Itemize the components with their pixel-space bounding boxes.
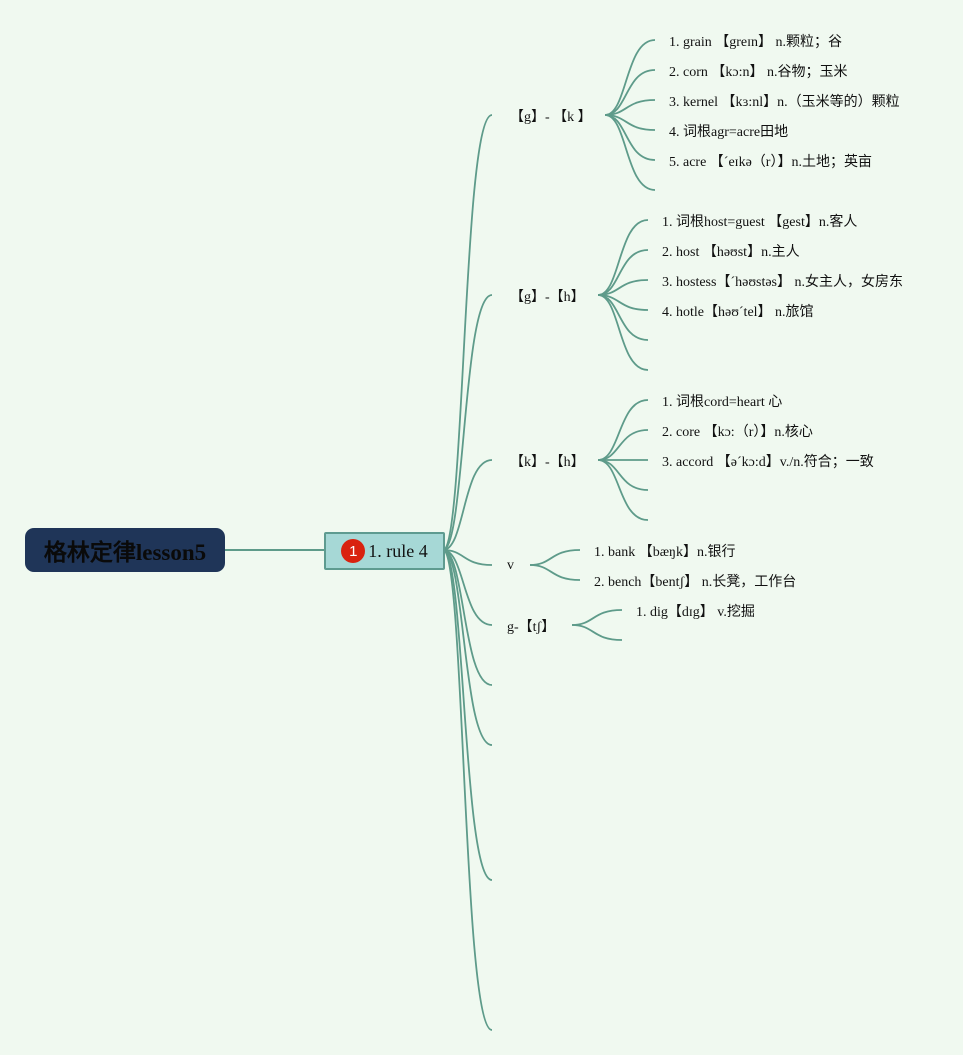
item-connector: [604, 114, 656, 191]
item-connector: [597, 294, 649, 371]
root-node[interactable]: 格林定律lesson5: [25, 528, 225, 572]
rule-label: 1. rule 4: [368, 540, 428, 561]
list-item[interactable]: 3. kernel 【kɜ:nl】n.（玉米等的）颗粒: [669, 95, 900, 110]
list-item[interactable]: 3. hostess【ˊhəʊstəs】 n.女主人，女房东: [662, 275, 904, 290]
item-connector: [571, 609, 623, 626]
list-item[interactable]: 2. corn 【kɔ:n】 n.谷物；玉米: [669, 65, 848, 80]
list-item[interactable]: 2. bench【bentʃ】 n.长凳，工作台: [594, 575, 797, 590]
branch-connector: [442, 549, 493, 1031]
list-item[interactable]: 4. 词根agr=acre田地: [669, 125, 789, 140]
item-connector: [597, 459, 649, 491]
list-item[interactable]: 2. host 【həʊst】n.主人: [662, 245, 800, 260]
item-connector: [571, 624, 623, 641]
item-connector: [604, 39, 656, 116]
item-connector: [597, 249, 649, 296]
branch-v[interactable]: v: [507, 558, 514, 573]
item-connector: [604, 69, 656, 116]
branch-k-h[interactable]: 【k】-【h】: [510, 455, 585, 470]
branch-g-h[interactable]: 【g】-【h】: [510, 290, 585, 305]
item-connector: [529, 549, 581, 566]
root-title: 格林定律lesson5: [43, 540, 207, 565]
item-connector: [597, 219, 649, 296]
item-connector: [597, 399, 649, 461]
branch-connector: [442, 549, 493, 746]
list-item[interactable]: 1. 词根cord=heart 心: [662, 395, 783, 410]
list-item[interactable]: 1. 词根host=guest 【gest】n.客人: [662, 215, 858, 230]
branch-connector: [442, 549, 493, 881]
priority-badge-icon: 1: [341, 539, 366, 563]
item-connector: [597, 459, 649, 521]
branch-connector: [442, 294, 493, 551]
item-connector: [597, 294, 649, 341]
list-item[interactable]: 1. dig【dɪg】 v.挖掘: [636, 605, 755, 620]
list-item[interactable]: 2. core 【kɔ:（r）】n.核心: [662, 425, 813, 440]
branch-connector: [442, 549, 493, 566]
item-connector: [604, 114, 656, 161]
branch-g-tf[interactable]: g-【tʃ】: [507, 620, 556, 635]
list-item[interactable]: 4. hotle【həʊˊtel】 n.旅馆: [662, 305, 814, 320]
branch-connector: [442, 459, 493, 551]
rule-node[interactable]: 1 1. rule 4: [324, 532, 445, 570]
branch-g-k[interactable]: 【g】- 【k 】: [510, 110, 592, 125]
list-item[interactable]: 3. accord 【əˊkɔ:d】v./n.符合；一致: [662, 455, 874, 470]
list-item[interactable]: 1. grain 【greɪn】 n.颗粒；谷: [669, 35, 843, 50]
item-connector: [597, 429, 649, 461]
list-item[interactable]: 1. bank 【bæŋk】n.银行: [594, 545, 736, 560]
branch-connector: [442, 114, 493, 551]
branch-connector: [442, 549, 493, 626]
list-item[interactable]: 5. acre 【ˊeɪkə（r）】n.土地；英亩: [669, 155, 872, 170]
item-connector: [529, 564, 581, 581]
